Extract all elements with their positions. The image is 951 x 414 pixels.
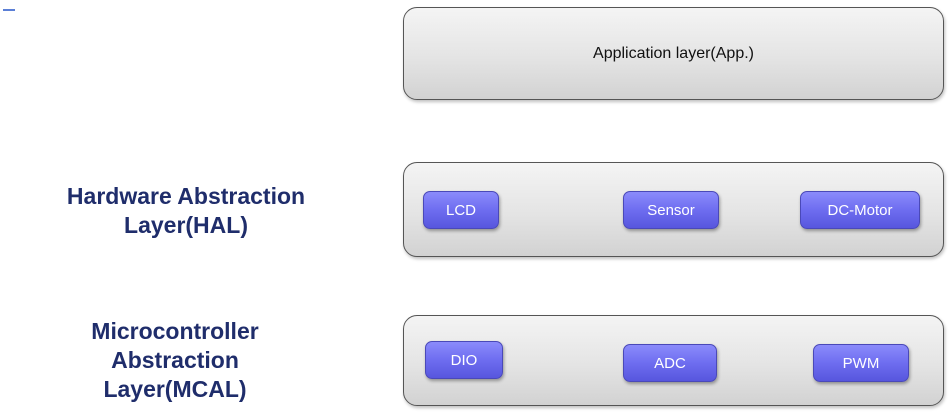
application-layer-box: Application layer(App.) [403,7,944,100]
dio-module-button[interactable]: DIO [425,341,503,379]
mcal-label-line-1: Microcontroller [91,318,259,344]
hal-layer-box: LCD Sensor DC-Motor [403,162,944,257]
mcal-label-line-2: Abstraction [111,347,239,373]
mcal-layer-label: Microcontroller Abstraction Layer(MCAL) [0,317,350,404]
hal-layer-label: Hardware Abstraction Layer(HAL) [0,182,372,240]
hal-label-line-1: Hardware Abstraction [66,183,306,209]
mcal-label-line-3: Layer(MCAL) [103,376,247,402]
adc-module-button[interactable]: ADC [623,344,717,382]
mcal-layer-box: DIO ADC PWM [403,315,944,406]
corner-line-mark [3,9,15,11]
sensor-module-button[interactable]: Sensor [623,191,719,229]
pwm-module-button[interactable]: PWM [813,344,909,382]
dc-motor-module-button[interactable]: DC-Motor [800,191,920,229]
hal-label-line-2: Layer(HAL) [124,212,248,238]
application-layer-title: Application layer(App.) [593,45,754,62]
lcd-module-button[interactable]: LCD [423,191,499,229]
